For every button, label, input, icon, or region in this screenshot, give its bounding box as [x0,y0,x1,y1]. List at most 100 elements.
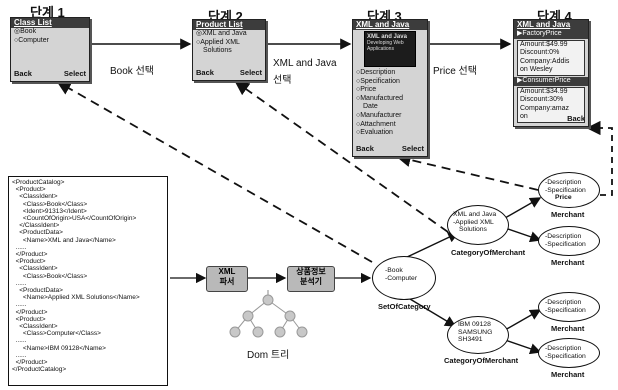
stage1-back-button[interactable]: Back [14,69,32,79]
transition-book-label: Book 선택 [110,66,154,77]
consumer-company-cont: on [520,113,528,121]
xml-parser-line1: XML [218,267,236,276]
stage3-header: XML and Java [353,20,427,30]
edge-catbook-m1 [504,197,542,219]
stage3-option-manufacturer[interactable]: ○Manufacturer [356,111,402,119]
dom-tree-graphic [229,294,308,338]
product-analyzer-line2: 분석기 [299,277,323,286]
set-of-category-line1: -Book [385,267,403,274]
stage2-select-button[interactable]: Select [239,68,262,78]
xml-line: ...... [12,337,27,345]
stage1-screen: Class List ◎Book ○Computer Back Select [10,17,90,82]
book-cover-line3: Applications [367,46,394,52]
xml-line: <Class>Book</Class> [12,272,88,280]
xml-line: <Product> [12,258,46,266]
merchant-1-label: Merchant [551,210,585,219]
merchant-2-line2: -Specification [545,240,586,248]
merchant-1-line1: -Description [545,179,582,186]
stage1-header: Class List [11,18,89,28]
stage3-option-attachment[interactable]: ○Attachment [356,120,396,128]
consumer-price-box: Amount:$34.99 Discount:30% Company:amaz … [517,86,585,123]
edge-set-catbook [404,232,460,259]
merchant-4-line1: -Description [545,345,582,352]
xml-line: ...... [12,301,27,309]
stage2-option-applied-xml[interactable]: ○Applied XML [196,38,240,46]
cat-comp-line2: SAMSUNG [458,328,493,336]
edge-catbook-m2 [504,227,542,243]
factory-amount: Amount:$49.99 [520,40,568,48]
xml-line: </ProductCatalog> [12,366,67,374]
consumer-amount: Amount:$34.99 [520,87,568,95]
stage4-header: XML and Java [514,20,588,30]
stage2-screen: Product List ◎XML and Java ○Applied XML … [192,19,266,81]
category-merchant-computer-label: CategoryOfMerchant [444,356,519,365]
stage3-option-manufactured[interactable]: ○Manufactured [356,94,404,102]
transition-xml-java-label: XML and Java [273,58,337,69]
factory-price-box: Amount:$49.99 Discount:0% Company:Addis … [517,39,585,76]
xml-line: <Name>XML and Java</Name> [12,236,116,244]
merchant-1-node: -Description -Specification Price [538,172,600,208]
stage3-option-price[interactable]: ○Price [356,86,377,94]
stage3-select-button[interactable]: Select [401,144,424,154]
xml-line: ...... [12,351,27,359]
book-cover-image: XML and Java Developing Web Applications [364,31,416,67]
factory-company: Company:Addis [520,57,570,65]
stage1-title: 단계 1 [30,5,65,20]
book-cover-title: XML and Java [367,34,407,40]
xml-line: ...... [12,279,27,287]
stage4-back-button[interactable]: Back [567,114,585,124]
xml-line: <Class>Book</Class> [12,200,88,208]
stage3-option-manufactured-cont: Date [363,103,378,111]
xml-line: <Ident>91313</Ident> [12,207,87,215]
xml-line: </Product> [12,251,48,259]
stage3-option-evaluation[interactable]: ○Evaluation [356,129,393,137]
xml-line: <ClassIdent> [12,265,58,273]
stage3-back-button[interactable]: Back [356,144,374,154]
stage2-option-xml-java[interactable]: ◎XML and Java [196,30,247,37]
category-merchant-book-node: XML and Java -Applied XML Solutions [447,205,509,245]
consumer-price-label[interactable]: ▶ConsumerPrice [514,76,588,86]
stage2-back-button[interactable]: Back [196,68,214,78]
xml-document: <ProductCatalog> <Product> <ClassIdent> … [8,176,168,386]
dashed-merchant-to-stage3 [396,152,539,191]
cat-book-line1: XML and Java [453,211,497,218]
merchant-2-node: -Description -Specification [538,226,600,256]
stage1-option-book[interactable]: ◎Book [14,28,37,35]
xml-line: <Name>IBM 09128</Name> [12,344,106,352]
transition-price-label: Price 선택 [433,66,477,77]
stage4-screen: XML and Java ▶FactoryPrice Amount:$49.99… [513,19,589,127]
merchant-2-label: Merchant [551,258,585,267]
stage3-option-description[interactable]: ○Description [356,69,396,76]
xml-parser-box: XML 파서 [206,266,248,292]
merchant-4-line2: -Specification [545,352,586,360]
xml-line: <ClassIdent> [12,323,58,331]
transition-xml-java-label-2: 선택 [273,75,292,86]
xml-line: <ProductCatalog> [12,179,65,186]
cat-comp-line3: SH3491 [458,336,483,344]
xml-line: </ClassIdent> [12,222,60,230]
xml-line: <ProductData> [12,229,63,237]
category-merchant-book-label: CategoryOfMerchant [451,248,526,257]
edge-set-catcomputer [404,295,457,327]
stage1-option-computer[interactable]: ○Computer [14,36,49,44]
stage1-select-button[interactable]: Select [63,69,86,79]
xml-line: <Class>Computer</Class> [12,330,101,338]
stage2-header: Product List [193,20,265,30]
xml-line: ...... [12,243,27,251]
factory-company-cont: on Wesley [520,66,553,74]
xml-line: <Product> [12,186,46,194]
stage3-option-specification[interactable]: ○Specification [356,77,400,85]
dashed-price-to-stage4 [586,120,613,196]
set-of-category-label: SetOfCategory [378,302,431,311]
xml-line: <Product> [12,315,46,323]
xml-line: </Product> [12,308,48,316]
consumer-company: Company:amaz [520,104,570,112]
merchant-2-line1: -Description [545,233,582,240]
edge-catcomp-m4 [504,339,542,355]
factory-price-label[interactable]: ▶FactoryPrice [514,30,588,39]
cat-book-line3: Solutions [459,226,487,234]
dom-tree-label: Dom 트리 [247,350,290,361]
xml-line: </Product> [12,359,48,367]
factory-discount: Discount:0% [520,49,560,57]
